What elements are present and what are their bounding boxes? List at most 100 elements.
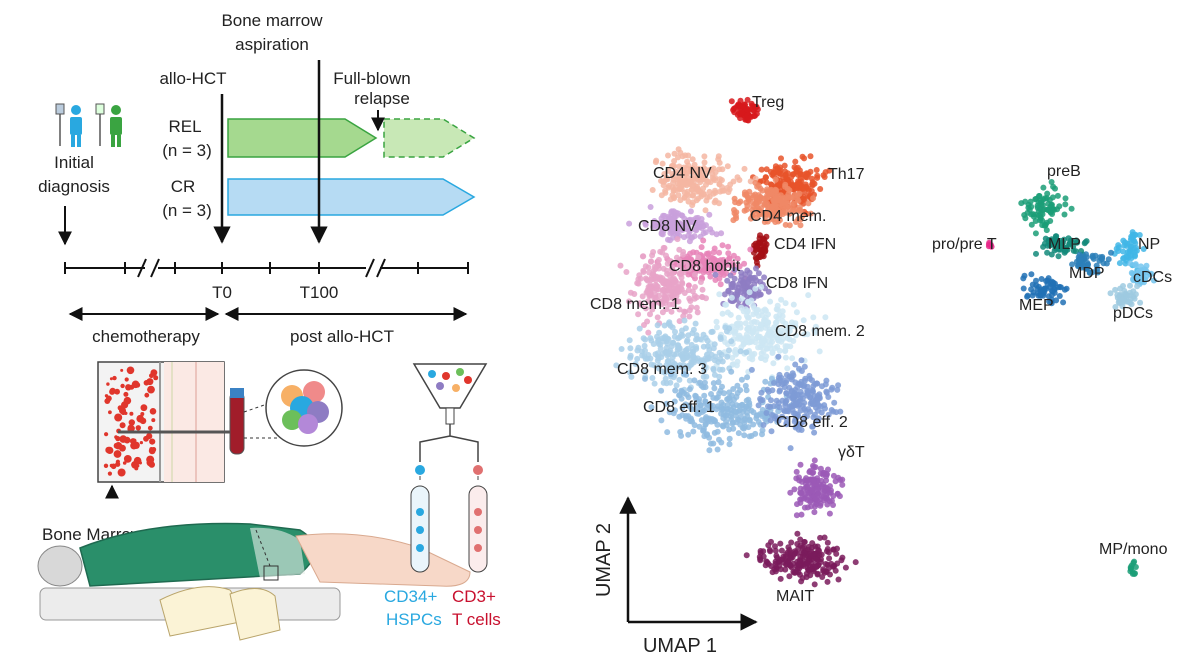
umap-point	[794, 196, 801, 203]
marrow-dot	[147, 425, 153, 431]
umap-point	[659, 225, 666, 232]
umap-point	[797, 206, 803, 213]
umap-point	[708, 406, 715, 413]
umap-point	[787, 489, 794, 496]
umap-point	[1083, 254, 1090, 261]
umap-point	[827, 489, 834, 496]
marrow-dot	[134, 466, 139, 471]
umap-point	[667, 379, 674, 386]
umap-point	[1052, 243, 1059, 250]
umap-point	[1044, 190, 1051, 197]
umap-point	[738, 304, 745, 311]
umap-point	[656, 362, 663, 369]
umap-point	[1030, 289, 1037, 296]
umap-point	[685, 282, 692, 289]
umap-point	[717, 387, 724, 394]
umap-point	[797, 171, 804, 178]
umap-point	[772, 198, 778, 205]
umap-point	[762, 314, 769, 321]
umap-point	[760, 348, 767, 355]
umap-point	[752, 191, 759, 198]
umap-point	[659, 368, 665, 375]
umap-point	[1032, 230, 1039, 237]
umap-point	[760, 422, 767, 428]
umap-point	[792, 410, 799, 417]
allo-hct-label: allo-HCT	[159, 69, 226, 88]
cluster-3-label: CD4 mem.	[750, 208, 826, 225]
umap-point	[1069, 261, 1076, 268]
marrow-dot	[124, 377, 129, 382]
umap-point	[1050, 279, 1057, 286]
cd34-label: CD34+	[384, 587, 437, 606]
umap-point	[725, 395, 732, 402]
cluster-10-label: CD8 mem. 3	[617, 361, 707, 378]
umap-point	[713, 231, 720, 238]
umap-point	[784, 204, 791, 211]
umap-point	[801, 363, 808, 370]
umap-point	[691, 271, 698, 278]
umap-point	[719, 187, 726, 194]
umap-point	[752, 274, 758, 281]
umap-point	[1137, 299, 1144, 306]
umap-point	[652, 159, 659, 166]
umap-point	[750, 104, 757, 110]
umap-point	[775, 337, 782, 344]
umap-point	[751, 350, 758, 357]
umap-point	[792, 401, 799, 407]
umap-point	[825, 411, 832, 418]
umap-point	[685, 431, 692, 438]
cluster-23-points	[1127, 558, 1139, 577]
umap-point	[700, 331, 707, 338]
umap-point	[700, 373, 707, 380]
umap-point	[642, 375, 648, 382]
marrow-dot	[120, 409, 127, 415]
umap-point	[694, 410, 701, 417]
umap-point	[780, 208, 787, 215]
umap-point	[676, 318, 683, 325]
umap-point	[770, 360, 777, 367]
umap-point	[1114, 292, 1121, 298]
umap-point	[740, 425, 747, 432]
umap-point	[781, 162, 788, 169]
umap-point	[787, 179, 794, 185]
umap-point	[799, 544, 806, 551]
umap-point	[801, 413, 808, 420]
umap-point	[804, 389, 811, 396]
umap-point	[671, 398, 678, 405]
umap-point	[1132, 291, 1139, 298]
umap-point	[777, 387, 783, 394]
umap-point	[822, 169, 829, 176]
umap-point	[809, 487, 816, 494]
umap-point	[728, 338, 735, 345]
umap-point	[744, 96, 751, 103]
umap-point	[758, 339, 765, 346]
umap-point	[738, 273, 745, 280]
umap-point	[683, 371, 690, 378]
umap-point	[782, 300, 789, 307]
umap-point	[813, 167, 820, 173]
umap-point	[700, 384, 707, 391]
umap-point	[1112, 286, 1119, 293]
umap-point	[623, 269, 630, 275]
umap-point	[642, 347, 648, 354]
umap-point	[681, 234, 688, 241]
cluster-7-label: CD8 IFN	[766, 275, 828, 292]
umap-point	[710, 345, 717, 352]
rel-bar	[227, 118, 378, 158]
umap-point	[774, 306, 781, 313]
cluster-19-label: MDP	[1069, 265, 1105, 282]
umap-point	[793, 165, 800, 172]
umap-point	[1116, 260, 1123, 267]
umap-point	[658, 301, 665, 308]
umap-point	[711, 357, 718, 364]
marrow-dot	[128, 419, 135, 426]
umap-point	[655, 256, 662, 263]
umap-point	[717, 257, 724, 264]
umap-point	[707, 440, 714, 447]
umap-point	[669, 354, 676, 361]
cluster-11-label: CD8 eff. 1	[643, 399, 715, 416]
umap-point	[1036, 212, 1042, 219]
umap-point	[1048, 179, 1055, 185]
umap-point	[626, 298, 632, 305]
umap-point	[645, 284, 652, 290]
